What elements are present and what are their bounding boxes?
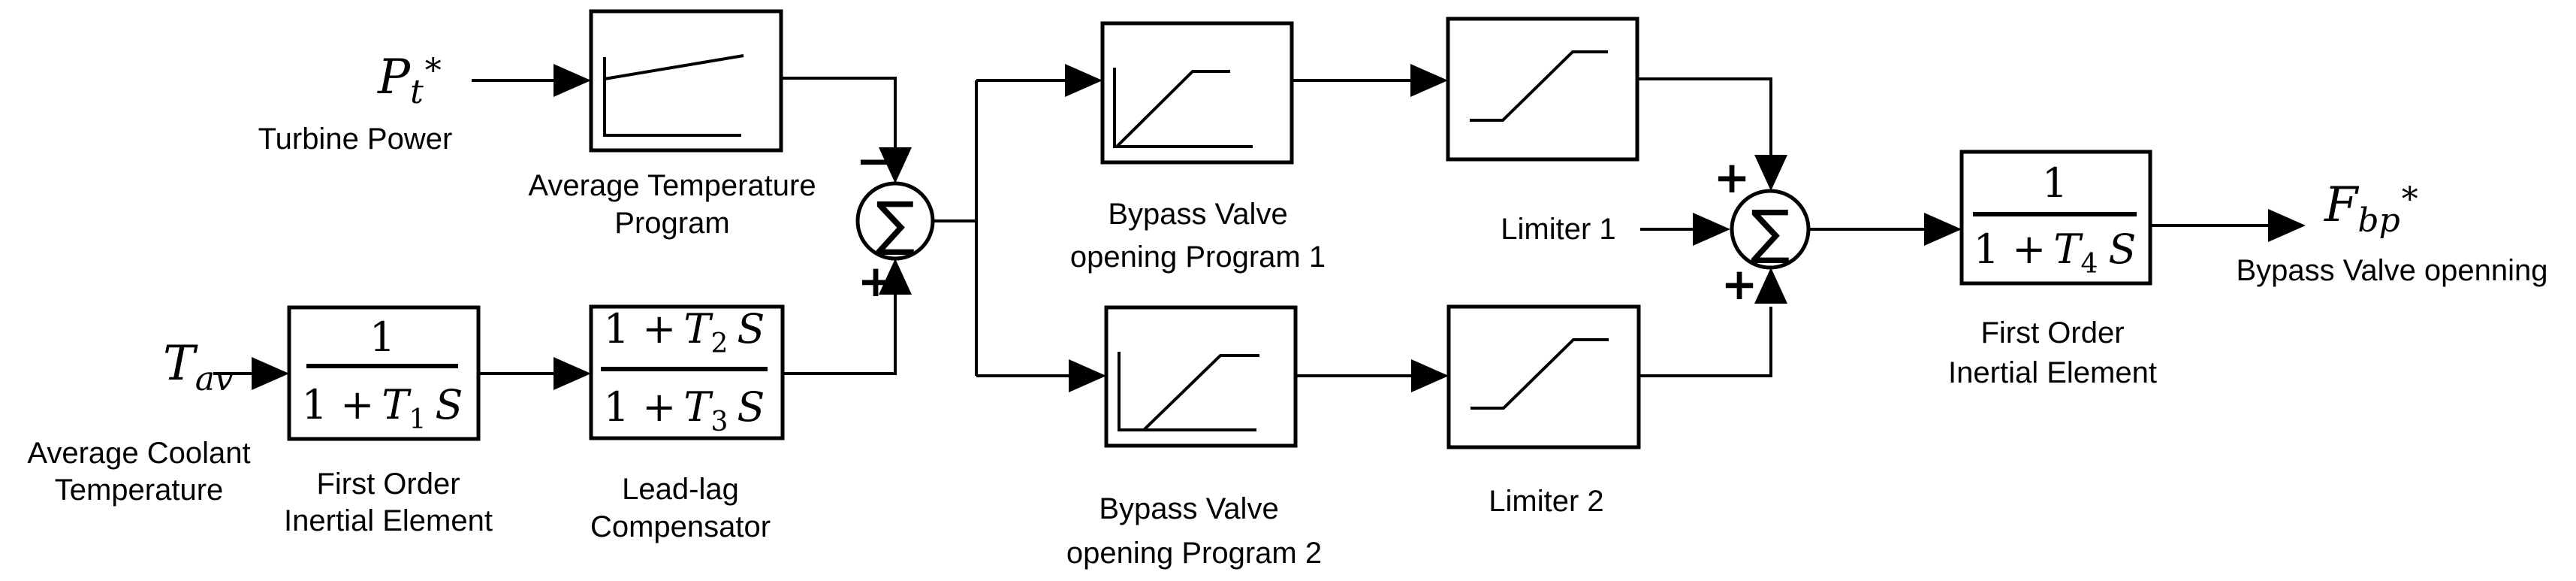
arrowhead-output xyxy=(2268,209,2306,242)
arrowhead-into-firstorder1 xyxy=(252,357,289,390)
arrowhead-into-limiter1 xyxy=(1410,64,1448,97)
label-first-order-1a: First Order xyxy=(316,468,460,501)
label-bypass-program-1a: Bypass Valve xyxy=(1108,198,1287,231)
sum1-top-sign: − xyxy=(856,135,893,186)
label-limiter-1: Limiter 1 xyxy=(1501,213,1615,246)
arrowhead-into-leadlag xyxy=(554,357,591,390)
graph-axes xyxy=(1118,352,1256,431)
label-first-order-4a: First Order xyxy=(1980,316,2124,350)
saturation-curve-icon xyxy=(1470,338,1609,410)
label-limiter-2: Limiter 2 xyxy=(1489,485,1603,518)
wire-atp-to-sum1 xyxy=(781,77,897,149)
sigma-icon: ∑ xyxy=(876,190,915,258)
graph-ramp-curve xyxy=(1142,354,1259,431)
wire-limiter1-to-sum2 xyxy=(1637,77,1772,155)
label-bypass-program-1b: opening Program 1 xyxy=(1070,241,1326,274)
arrowhead-into-sum2-bottom xyxy=(1754,268,1787,304)
rising-line-graph-icon xyxy=(603,54,744,137)
saturation-curve-icon xyxy=(1470,50,1608,122)
sum2-top-sign: + xyxy=(1714,152,1751,203)
label-first-order-1b: Inertial Element xyxy=(284,504,493,537)
graph-ramp-curve xyxy=(1115,70,1230,148)
sum2-bottom-sign: + xyxy=(1721,259,1758,310)
arrowhead-into-sum2-top xyxy=(1754,155,1787,191)
arrowhead-into-sum1-top xyxy=(879,147,912,183)
firstorder1-numerator: 1 xyxy=(370,313,395,361)
block-limiter-2 xyxy=(1446,304,1641,449)
arrowhead-into-firstorder4 xyxy=(1924,213,1962,246)
graph-axes xyxy=(1113,68,1253,148)
label-bypass-valve-openning: Bypass Valve openning xyxy=(2236,254,2547,287)
label-bypass-program-2a: Bypass Valve xyxy=(1099,492,1278,525)
input-symbol-turbine-power: Pt* xyxy=(377,50,442,111)
label-average-coolant: Average Coolant xyxy=(27,437,250,470)
label-first-order-4b: Inertial Element xyxy=(1948,356,2157,389)
arrowhead-into-limiter2 xyxy=(1411,359,1449,392)
arrowhead-into-sum2-left xyxy=(1693,213,1730,246)
block-lead-lag-compensator xyxy=(589,304,785,440)
input-symbol-avg-coolant-temp: Tav xyxy=(163,336,234,398)
sum1-bottom-sign: + xyxy=(858,256,894,307)
label-avg-temp-program-1: Average Temperature xyxy=(528,169,816,202)
graph-rising-line xyxy=(604,54,744,80)
label-coolant-temperature: Temperature xyxy=(55,474,224,507)
summing-junction-2 xyxy=(1730,189,1811,270)
arrowhead-into-program1 xyxy=(1065,64,1102,97)
sigma-icon: ∑ xyxy=(1751,198,1790,266)
label-compensator: Compensator xyxy=(590,510,771,543)
ramp-saturation-graph-icon xyxy=(1113,68,1253,148)
block-average-temperature-program xyxy=(589,9,783,153)
label-lead-lag: Lead-lag xyxy=(622,473,739,506)
arrowhead-into-program2 xyxy=(1069,359,1106,392)
label-bypass-program-2b: opening Program 2 xyxy=(1066,537,1322,570)
arrowhead-into-sum1-bottom xyxy=(879,259,912,295)
summing-junction-1 xyxy=(855,181,935,261)
block-bypass-program-1 xyxy=(1100,21,1294,165)
block-first-order-inertial-1 xyxy=(287,305,481,441)
wire-leadlag-to-sum1 xyxy=(783,295,897,375)
label-turbine-power: Turbine Power xyxy=(258,123,453,156)
graph-axes xyxy=(603,57,741,137)
firstorder4-numerator: 1 xyxy=(2042,159,2068,207)
wire-limiter2-to-sum2 xyxy=(1639,307,1772,377)
block-first-order-inertial-4 xyxy=(1959,150,2152,286)
arrowhead-into-atp xyxy=(554,64,591,97)
output-symbol-bypass-valve-opening: Fbp* xyxy=(2324,177,2418,240)
ramp-saturation-graph-icon xyxy=(1118,352,1259,431)
block-limiter-1 xyxy=(1446,17,1639,162)
label-avg-temp-program-2: Program xyxy=(614,207,729,240)
